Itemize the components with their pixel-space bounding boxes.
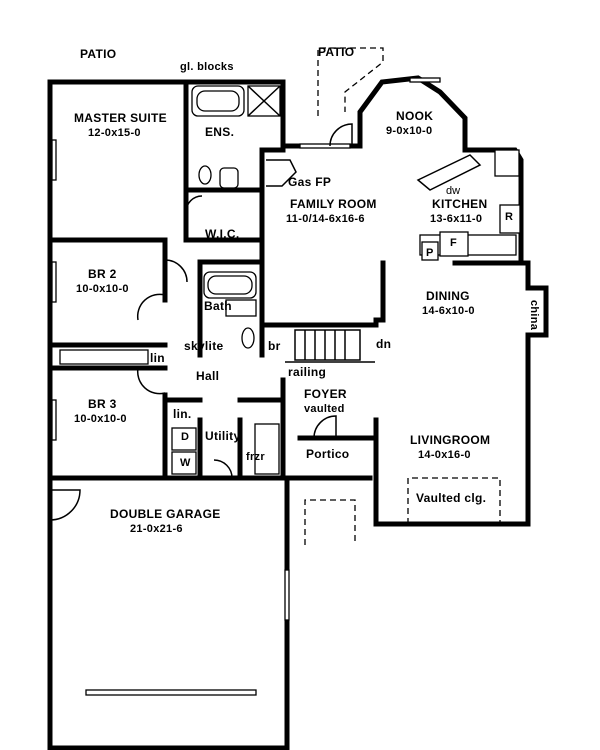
washer-label: W (180, 457, 191, 469)
family-room-size: 11-0/14-6x16-6 (286, 213, 365, 225)
freezer-box (254, 423, 280, 475)
nook-name: NOOK (396, 109, 434, 123)
interior-walls (47, 79, 524, 481)
br2-size: 10-0x10-0 (76, 283, 129, 295)
gas-fp-label: Gas FP (288, 175, 332, 189)
livingroom-name: LIVINGROOM (410, 433, 491, 447)
dishwasher-label: dw (446, 185, 461, 197)
hall-label: Hall (196, 369, 220, 383)
linen-1-label: lin (150, 351, 165, 365)
railing-label: railing (288, 365, 327, 379)
fixtures (191, 85, 297, 349)
utility-dryer (171, 451, 197, 475)
vaulted-ceiling-line (407, 477, 501, 524)
ensuite-label: ENS. (205, 125, 235, 139)
refrigerator-label: R (505, 211, 514, 223)
utility-label: Utility (205, 429, 241, 443)
glass-blocks-label: gl. blocks (180, 61, 234, 73)
br3-size: 10-0x10-0 (74, 413, 127, 425)
livingroom-size: 14-0x16-0 (418, 449, 471, 461)
portico-label: Portico (306, 447, 350, 461)
br-closet-label: br (268, 339, 281, 353)
freezer-box-label: F (450, 237, 458, 249)
china-label: china (528, 300, 540, 331)
garage-name: DOUBLE GARAGE (110, 507, 221, 521)
br3-name: BR 3 (88, 397, 117, 411)
family-room-name: FAMILY ROOM (290, 197, 377, 211)
windows (51, 77, 441, 696)
door-swings (49, 123, 353, 521)
skylite-label: skylite (184, 339, 224, 353)
patio-left-label: PATIO (80, 47, 117, 61)
vaulted-clg-label: Vaulted clg. (416, 491, 487, 505)
foyer-name: FOYER (304, 387, 347, 401)
master-suite-size: 12-0x15-0 (88, 127, 141, 139)
pantry-label: P (426, 247, 434, 259)
kitchen-counters (416, 149, 521, 261)
freezer-label: frzr (246, 451, 265, 463)
dining-name: DINING (426, 289, 470, 303)
dining-size: 14-6x10-0 (422, 305, 475, 317)
garage-size: 21-0x21-6 (130, 523, 183, 535)
linen-2-label: lin. (173, 407, 192, 421)
bath-label: Bath (204, 299, 232, 313)
dryer-label: D (181, 431, 190, 443)
patio-right-label: PATIO (318, 45, 355, 59)
patio-outline (317, 47, 384, 116)
foyer-note: vaulted (304, 403, 345, 415)
br2-name: BR 2 (88, 267, 117, 281)
wic-label: W.I.C. (205, 227, 240, 241)
master-suite-name: MASTER SUITE (74, 111, 167, 125)
nook-size: 9-0x10-0 (386, 125, 433, 137)
utility-washer (171, 427, 197, 451)
hall-linen-shelf (59, 349, 149, 365)
kitchen-size: 13-6x11-0 (430, 213, 483, 225)
portico-walk (304, 499, 356, 545)
stairs (285, 329, 375, 363)
kitchen-name: KITCHEN (432, 197, 488, 211)
stairs-down-label: dn (376, 337, 392, 351)
